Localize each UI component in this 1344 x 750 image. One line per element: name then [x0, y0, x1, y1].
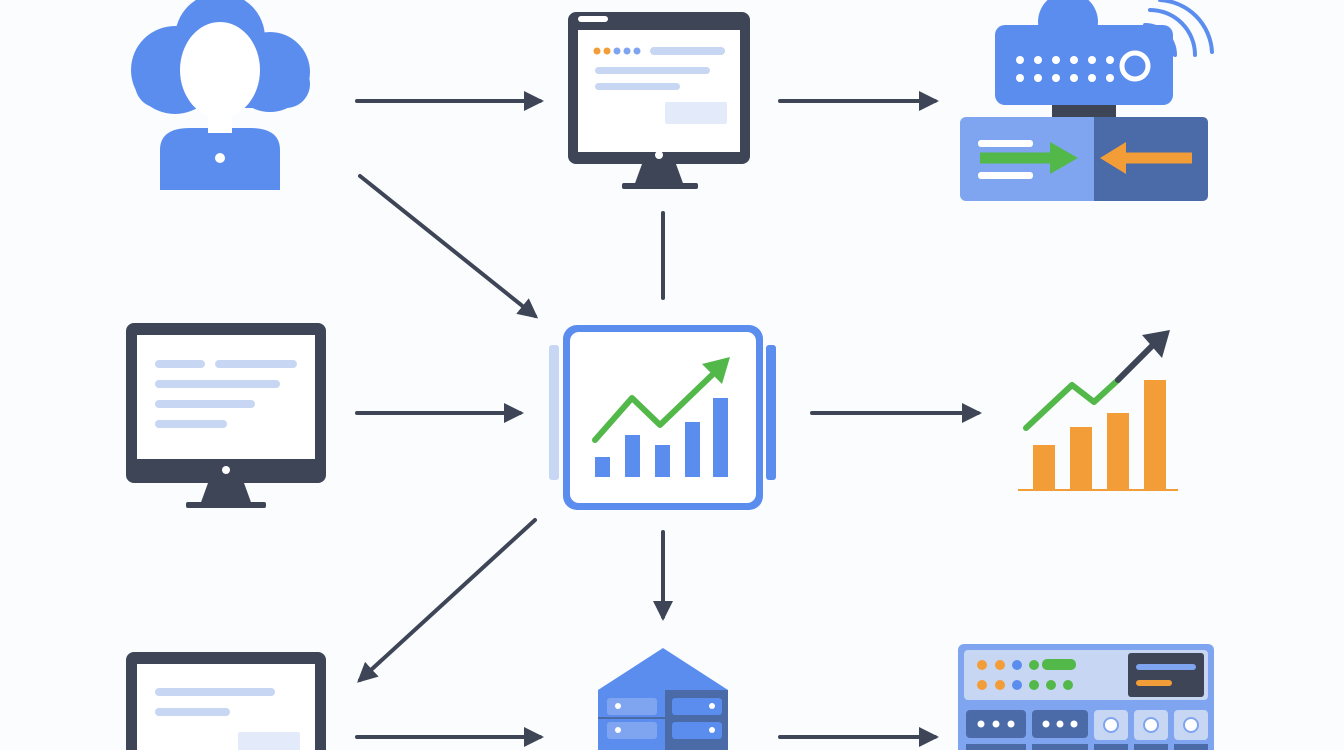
- monitor-dashboard-icon: [568, 12, 750, 189]
- monitor-document-icon: [126, 323, 326, 508]
- monitor-report-icon: [126, 652, 326, 750]
- arrow-user-to-analytics: [358, 174, 539, 319]
- server-storage-icon: [598, 648, 728, 750]
- control-panel-icon: [958, 644, 1214, 750]
- analytics-dashboard-icon: [549, 325, 776, 510]
- router-icon: [960, 0, 1214, 201]
- bar-chart-trend-icon: [1018, 330, 1178, 491]
- user-cloud-icon: [131, 0, 310, 190]
- arrow-analytics-to-report: [357, 518, 537, 683]
- connectors: [355, 91, 982, 747]
